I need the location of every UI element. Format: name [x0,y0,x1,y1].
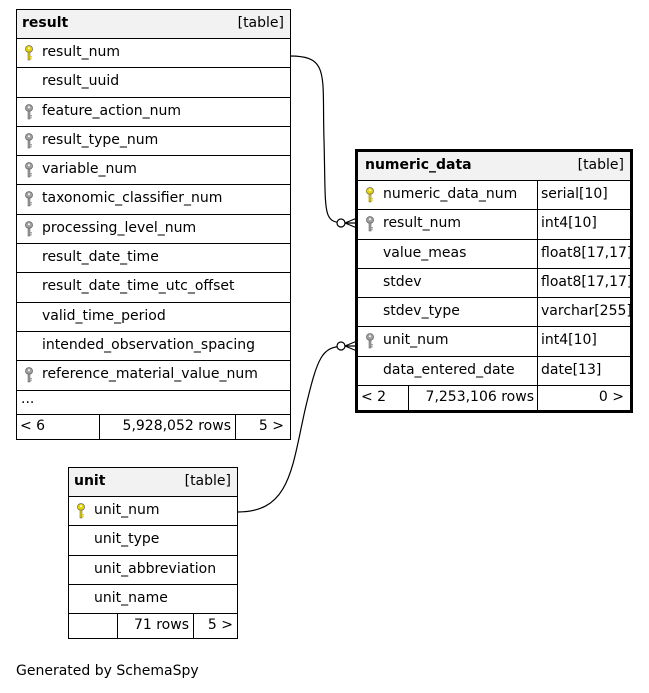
column-row[interactable]: variable_num [17,156,290,186]
parents-count: < 6 [20,417,46,434]
column-row[interactable]: processing_level_num [17,215,290,245]
more-columns: ... [17,391,290,415]
foreign-key-icon [25,221,33,237]
table-footer: < 2 7,253,106 rows 0 > [358,386,630,411]
table-kind: [table] [237,15,284,31]
table-footer: 71 rows 5 > [69,614,237,639]
column-row[interactable]: result_type_num [17,127,290,157]
column-name: result_uuid [42,73,120,90]
column-name: stdev [383,273,422,290]
column-row[interactable]: reference_material_value_num [17,361,290,391]
column-type: int4[10] [537,327,630,356]
relationship-optional-marker [336,218,346,228]
table-unit[interactable]: unit [table] unit_num unit_type unit_abbre… [68,467,238,640]
column-name: processing_level_num [42,219,197,236]
row-count: 7,253,106 rows [408,386,537,411]
children-count: 0 > [537,386,630,411]
column-row[interactable]: result_num int4[10] [358,210,630,240]
column-name: unit_type [94,531,160,548]
column-type: float8[17,17] [537,268,632,298]
column-name: numeric_data_num [383,186,518,202]
column-row[interactable]: unit_abbreviation [69,556,237,585]
column-row[interactable]: intended_observation_spacing [17,332,290,362]
column-row[interactable]: result_num [17,39,290,69]
relationship-unit-to-numeric-data [237,345,345,513]
column-name: result_type_num [42,131,159,148]
primary-key-icon [366,187,374,203]
column-name: valid_time_period [42,307,166,324]
relationship-optional-marker [336,341,346,351]
column-row[interactable]: unit_type [69,526,237,556]
foreign-key-icon [25,191,33,207]
table-header: numeric_data [table] [358,152,630,181]
foreign-key-icon [25,103,33,119]
column-name: variable_num [42,161,137,178]
column-type: date[13] [537,356,630,386]
column-name: data_entered_date [383,361,515,378]
table-numeric-data[interactable]: numeric_data [table] numeric_data_num ser… [355,149,633,414]
column-row[interactable]: stdev_type varchar[255] [358,298,632,328]
table-header: result [table] [17,10,290,39]
children-count: 5 > [193,614,237,639]
column-name: unit_abbreviation [94,560,217,577]
table-kind: [table] [184,473,231,489]
column-row[interactable]: data_entered_date date[13] [358,356,630,387]
parents-count: < 2 [361,389,387,406]
table-kind: [table] [577,157,624,173]
column-name: feature_action_num [42,102,182,119]
column-row[interactable]: result_date_time_utc_offset [17,273,290,303]
column-type: int4[10] [537,210,630,239]
primary-key-icon [77,503,85,519]
column-type: float8[17,17] [537,239,632,268]
children-count: 5 > [235,414,290,439]
foreign-key-icon [366,333,374,349]
column-row[interactable]: unit_num [69,497,237,527]
column-row[interactable]: unit_num int4[10] [358,327,630,357]
column-name: result_num [42,44,120,60]
column-type: varchar[255] [537,298,632,327]
column-name: unit_name [94,589,168,606]
column-row[interactable]: unit_name [69,585,237,615]
table-header: unit [table] [69,468,237,497]
column-row[interactable]: stdev float8[17,17] [358,268,632,299]
column-name: intended_observation_spacing [42,336,256,353]
column-type: serial[10] [537,181,630,210]
row-count: 71 rows [117,614,193,639]
column-row[interactable]: result_date_time [17,244,290,274]
table-name[interactable]: result [22,15,69,31]
column-name: value_meas [383,244,467,261]
generated-by-note: Generated by SchemaSpy [16,663,199,679]
primary-key-icon [25,45,33,61]
column-name: unit_num [94,502,160,518]
foreign-key-icon [366,216,374,232]
column-name: result_num [383,215,461,232]
column-name: reference_material_value_num [42,366,258,383]
table-name[interactable]: unit [74,473,106,489]
column-name: unit_num [383,332,449,349]
column-name: result_date_time [42,249,159,266]
column-row[interactable]: taxonomic_classifier_num [17,185,290,215]
table-name[interactable]: numeric_data [365,157,472,173]
foreign-key-icon [25,367,33,383]
parents-count [69,614,117,638]
foreign-key-icon [25,133,33,149]
row-count: 5,928,052 rows [99,414,235,439]
column-name: stdev_type [383,303,460,320]
column-row[interactable]: result_uuid [17,68,290,98]
column-name: result_date_time_utc_offset [42,278,235,295]
relationship-result-to-numeric-data [289,55,345,224]
foreign-key-icon [25,162,33,178]
column-row[interactable]: valid_time_period [17,303,290,332]
table-footer: < 6 5,928,052 rows 5 > [17,414,290,439]
column-row[interactable]: value_meas float8[17,17] [358,239,632,269]
column-row[interactable]: feature_action_num [17,98,290,127]
column-name: taxonomic_classifier_num [42,190,223,207]
column-row[interactable]: numeric_data_num serial[10] [358,181,630,211]
